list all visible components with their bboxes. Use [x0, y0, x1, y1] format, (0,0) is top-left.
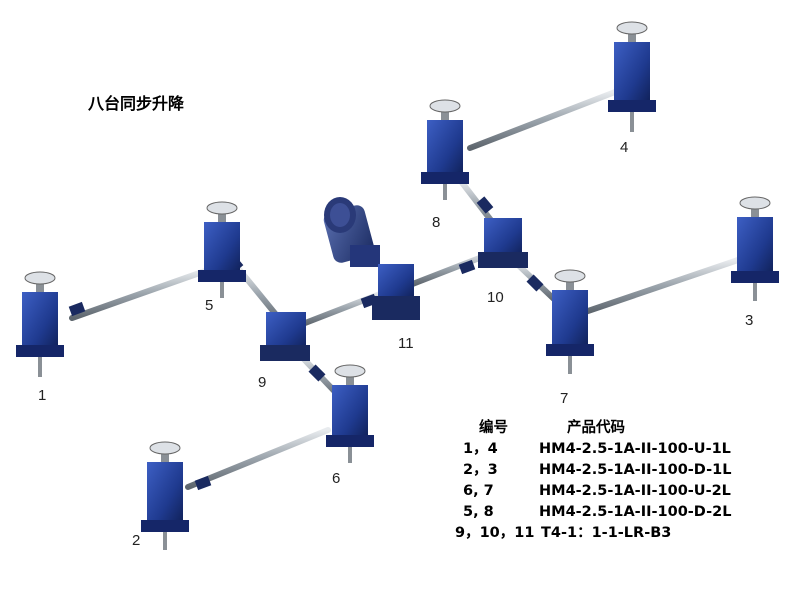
- gearbox-11: [372, 264, 420, 320]
- row-code: HM4-2.5-1A-II-100-D-1L: [539, 462, 732, 478]
- row-ids: 6, 7: [463, 483, 494, 499]
- label-3: 3: [745, 312, 753, 329]
- label-4: 4: [620, 139, 628, 156]
- row-code: HM4-2.5-1A-II-100-U-1L: [539, 441, 731, 457]
- jack-2: [141, 441, 189, 550]
- gearbox-9: [260, 312, 310, 361]
- product-code-table: 编号 产品代码 1，4 HM4-2.5-1A-II-100-U-1L 2，3 H…: [455, 418, 731, 544]
- jack-7: [546, 269, 594, 374]
- row-code: HM4-2.5-1A-II-100-U-2L: [539, 483, 731, 499]
- row-code: HM4-2.5-1A-II-100-D-2L: [539, 504, 732, 520]
- label-2: 2: [132, 532, 140, 549]
- motor: [323, 197, 380, 267]
- jack-5: [198, 201, 246, 298]
- row-ids: 5, 8: [463, 504, 494, 520]
- jack-1: [16, 271, 64, 377]
- jack-4: [608, 21, 656, 132]
- row-ids: 1，4: [463, 441, 498, 457]
- table-header: 编号 产品代码: [455, 418, 731, 439]
- unit-labels: 1 2 3 4 5 6 7 8 9 10 11: [38, 139, 753, 549]
- label-1: 1: [38, 387, 46, 404]
- label-8: 8: [432, 214, 440, 231]
- shaft-1-5: [69, 267, 211, 321]
- row-ids: 2，3: [463, 462, 498, 478]
- label-5: 5: [205, 297, 213, 314]
- table-row: 5, 8 HM4-2.5-1A-II-100-D-2L: [455, 502, 731, 523]
- shaft-7-3: [582, 257, 741, 315]
- header-id: 编号: [479, 420, 508, 436]
- table-row: 2，3 HM4-2.5-1A-II-100-D-1L: [455, 460, 731, 481]
- gearbox-10: [478, 218, 528, 268]
- shaft-6-2: [185, 427, 331, 490]
- label-6: 6: [332, 470, 340, 487]
- label-9: 9: [258, 374, 266, 391]
- label-10: 10: [487, 289, 504, 306]
- row-code: T4-1：1-1-LR-B3: [541, 525, 672, 541]
- table-row: 1，4 HM4-2.5-1A-II-100-U-1L: [455, 439, 731, 460]
- jack-3: [731, 196, 779, 301]
- shaft-8-4: [467, 89, 618, 151]
- jack-8: [421, 99, 469, 200]
- header-code: 产品代码: [567, 420, 625, 436]
- label-7: 7: [560, 390, 568, 407]
- diagram-title: 八台同步升降: [88, 94, 185, 113]
- table-row: 6, 7 HM4-2.5-1A-II-100-U-2L: [455, 481, 731, 502]
- row-ids: 9，10，11: [455, 525, 535, 541]
- table-row: 9，10，11 T4-1：1-1-LR-B3: [455, 523, 731, 544]
- jack-6: [326, 364, 374, 463]
- label-11: 11: [398, 335, 414, 352]
